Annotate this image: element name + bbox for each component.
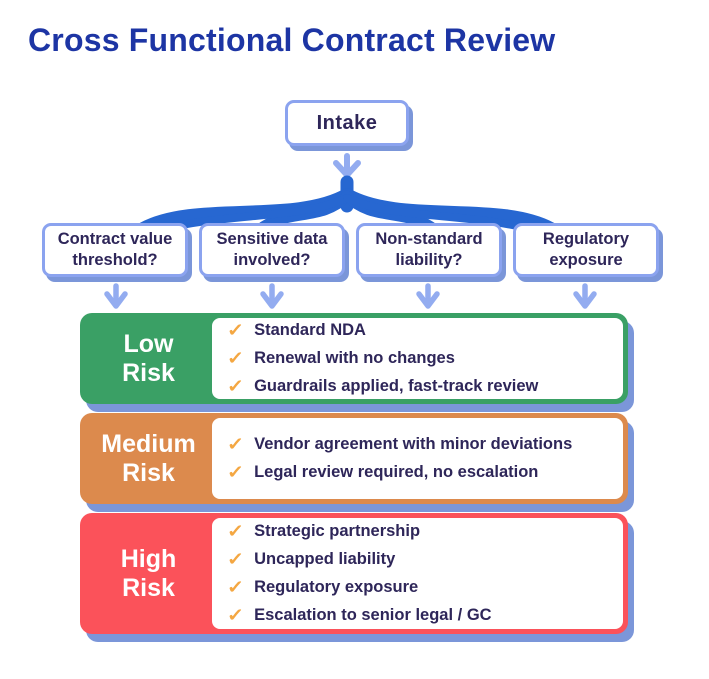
risk-item: ✓ Renewal with no changes bbox=[226, 348, 623, 369]
risk-item: ✓ Vendor agreement with minor deviations bbox=[226, 434, 623, 455]
medium-risk-label: Medium Risk bbox=[85, 418, 212, 499]
low-risk-label: Low Risk bbox=[85, 318, 212, 399]
risk-item-text: Escalation to senior legal / GC bbox=[254, 606, 492, 624]
risk-level-line: Risk bbox=[122, 458, 175, 487]
risk-item: ✓ Uncapped liability bbox=[226, 549, 623, 570]
question-node-regulatory: Regulatory exposure bbox=[513, 223, 659, 277]
high-risk-items: ✓ Strategic partnership ✓ Uncapped liabi… bbox=[212, 518, 623, 629]
risk-item-text: Guardrails applied, fast-track review bbox=[254, 377, 539, 395]
check-icon: ✓ bbox=[226, 462, 245, 482]
high-risk-band: High Risk ✓ Strategic partnership ✓ Unca… bbox=[80, 513, 628, 634]
risk-item: ✓ Strategic partnership bbox=[226, 521, 623, 542]
risk-item: ✓ Legal review required, no escalation bbox=[226, 462, 623, 483]
low-risk-band: Low Risk ✓ Standard NDA ✓ Renewal with n… bbox=[80, 313, 628, 404]
question-node-contract-value: Contract value threshold? bbox=[42, 223, 188, 277]
question-label: Regulatory exposure bbox=[542, 230, 630, 269]
check-icon: ✓ bbox=[226, 605, 245, 625]
check-icon: ✓ bbox=[226, 521, 245, 541]
intake-node: Intake bbox=[285, 100, 409, 146]
risk-item: ✓ Regulatory exposure bbox=[226, 577, 623, 598]
risk-item-text: Legal review required, no escalation bbox=[254, 463, 539, 481]
risk-item-text: Vendor agreement with minor deviations bbox=[254, 435, 573, 453]
question-label: Non-standard liability? bbox=[375, 230, 483, 269]
connector-svg bbox=[104, 153, 597, 309]
risk-item-text: Renewal with no changes bbox=[254, 349, 455, 367]
question-node-liability: Non-standard liability? bbox=[356, 223, 502, 277]
risk-item-text: Strategic partnership bbox=[254, 522, 421, 540]
risk-level-line: High bbox=[120, 544, 177, 573]
risk-level-line: Low bbox=[123, 329, 174, 358]
risk-item: ✓ Standard NDA bbox=[226, 320, 623, 341]
question-node-sensitive-data: Sensitive data involved? bbox=[199, 223, 345, 277]
check-icon: ✓ bbox=[226, 549, 245, 569]
check-icon: ✓ bbox=[226, 577, 245, 597]
medium-risk-band: Medium Risk ✓ Vendor agreement with mino… bbox=[80, 413, 628, 504]
check-icon: ✓ bbox=[226, 320, 245, 340]
risk-level-line: Risk bbox=[122, 358, 175, 387]
high-risk-label: High Risk bbox=[85, 518, 212, 629]
risk-level-line: Medium bbox=[101, 429, 196, 458]
intake-label: Intake bbox=[316, 111, 378, 134]
question-label: Contract value threshold? bbox=[57, 230, 173, 269]
risk-item-text: Uncapped liability bbox=[254, 550, 396, 568]
check-icon: ✓ bbox=[226, 348, 245, 368]
risk-level-line: Risk bbox=[122, 573, 175, 602]
risk-item: ✓ Guardrails applied, fast-track review bbox=[226, 376, 623, 397]
check-icon: ✓ bbox=[226, 376, 245, 396]
risk-item-text: Regulatory exposure bbox=[254, 578, 419, 596]
page-title: Cross Functional Contract Review bbox=[28, 22, 556, 58]
check-icon: ✓ bbox=[226, 434, 245, 454]
question-label: Sensitive data involved? bbox=[216, 230, 328, 269]
medium-risk-items: ✓ Vendor agreement with minor deviations… bbox=[212, 418, 623, 499]
arrow-down-icon bbox=[104, 283, 597, 309]
risk-item-text: Standard NDA bbox=[254, 321, 366, 339]
arrow-down-icon bbox=[333, 153, 361, 178]
low-risk-items: ✓ Standard NDA ✓ Renewal with no changes… bbox=[212, 318, 623, 399]
risk-item: ✓ Escalation to senior legal / GC bbox=[226, 605, 623, 626]
